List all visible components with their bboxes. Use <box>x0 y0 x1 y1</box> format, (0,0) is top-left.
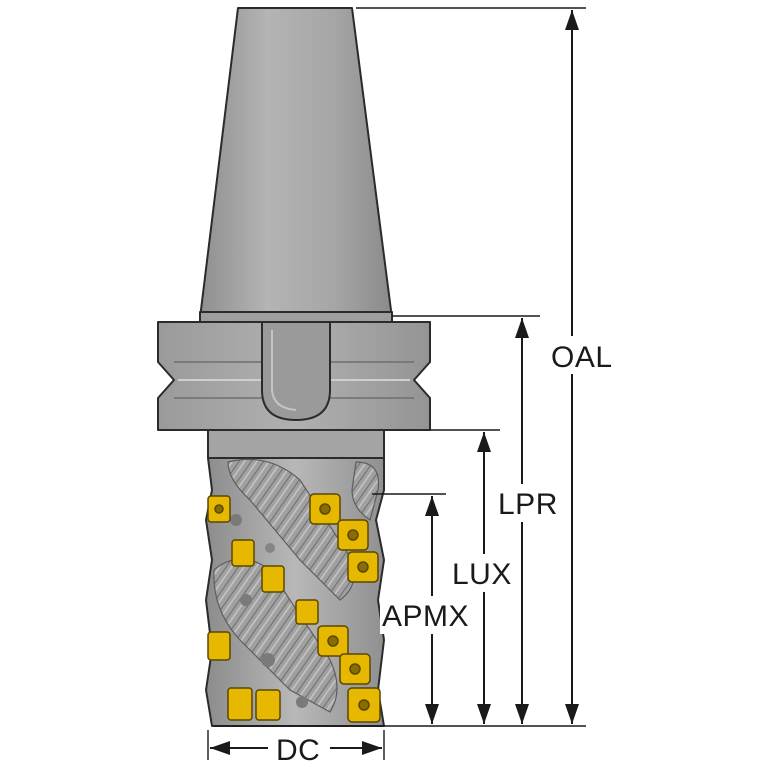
insert <box>337 519 369 551</box>
insert <box>207 495 231 523</box>
insert <box>339 653 371 685</box>
flute-right <box>351 461 380 521</box>
insert <box>227 687 253 721</box>
taper-shank <box>199 7 393 323</box>
lpr-label: LPR <box>498 488 558 521</box>
extension-lines <box>207 7 586 760</box>
drive-slot <box>261 321 331 421</box>
oal-label: OAL <box>551 341 613 374</box>
insert <box>295 599 319 625</box>
insert <box>261 565 285 593</box>
insert <box>347 687 381 723</box>
neck <box>207 429 385 459</box>
dimension-dc: DC <box>210 730 382 767</box>
lux-label: LUX <box>452 558 512 591</box>
dimension-oal: OAL <box>548 10 614 724</box>
dimension-apmx: APMX <box>380 496 476 724</box>
insert <box>347 551 379 583</box>
insert <box>231 539 255 567</box>
insert <box>207 631 231 661</box>
insert <box>309 493 341 525</box>
apmx-label: APMX <box>382 600 469 633</box>
dc-label: DC <box>276 734 320 767</box>
dimension-lux: LUX <box>450 432 520 724</box>
flange <box>157 321 431 431</box>
cutter-body <box>205 457 385 727</box>
insert <box>255 689 281 721</box>
insert <box>317 625 349 657</box>
dimension-lpr: LPR <box>496 318 562 724</box>
cutting-inserts <box>207 493 381 723</box>
